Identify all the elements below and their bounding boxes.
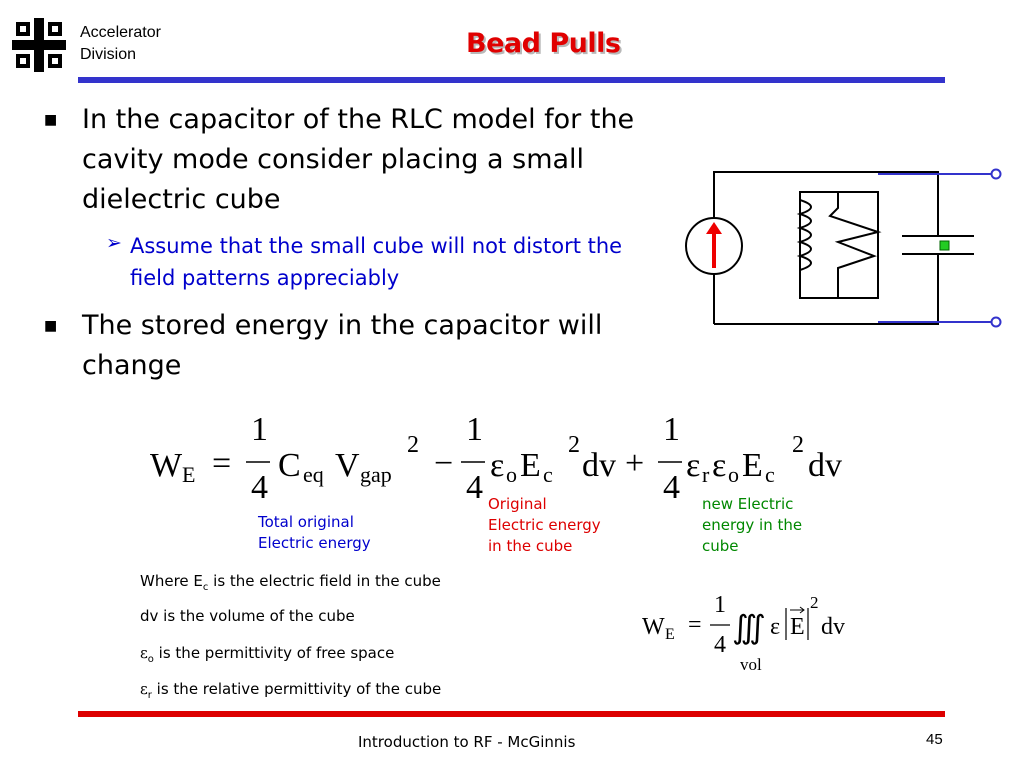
org-line1: Accelerator — [80, 24, 161, 41]
rlc-circuit-diagram — [685, 168, 1002, 328]
eq-t2-dv: dv — [582, 447, 616, 484]
def-eo-sym: ε — [140, 644, 148, 662]
label-original-line1: Original — [488, 495, 547, 513]
eq2-lhs-w: W — [642, 614, 665, 640]
footer-text: Introduction to RF - McGinnis — [358, 733, 576, 751]
sub-bullet-1: Assume that the small cube will not dist… — [130, 234, 623, 290]
eq-t3-eps2: ε — [712, 447, 726, 484]
eq-t3-eps2sub: o — [728, 462, 739, 487]
bullet-1: In the capacitor of the RLC model for th… — [82, 104, 635, 215]
eq-t2-e: E — [520, 447, 541, 484]
org-name: Accelerator Division — [80, 22, 161, 66]
eq-lhs-w: W — [150, 447, 183, 484]
terminal-top — [990, 168, 1002, 180]
def-electric-field: Where Ec is the electric field in the cu… — [140, 572, 441, 593]
def-ec-post: is the electric field in the cube — [208, 572, 441, 590]
def-eo-sub: o — [147, 654, 154, 665]
arrow-up-icon — [706, 222, 722, 234]
label-total-energy: Total original Electric energy — [258, 512, 371, 554]
eq2-lhs-sub: E — [665, 626, 675, 643]
eq2-dv: dv — [821, 614, 845, 640]
top-divider — [78, 77, 945, 83]
eq-t3-e: E — [742, 447, 763, 484]
bullet-2: The stored energy in the capacitor will … — [82, 310, 603, 381]
label-total-line2: Electric energy — [258, 534, 371, 552]
eq-t1-pow: 2 — [407, 432, 419, 458]
eq-t1-csub: eq — [303, 462, 324, 487]
eq-t3-eps1: ε — [686, 447, 700, 484]
slide-title: Bead Pulls — [466, 28, 621, 59]
eq-lhs-sub: E — [182, 462, 195, 487]
page-number: 45 — [926, 731, 943, 748]
eq-plus: + — [625, 445, 644, 482]
def-permittivity-free-space: εo is the permittivity of free space — [140, 644, 394, 665]
eq2-equals: = — [688, 612, 702, 638]
eq-minus: − — [434, 445, 453, 482]
eq2-limit: vol — [740, 655, 762, 674]
integral-equation: W E = 1 4 ∭ vol ε E 2 dv — [642, 592, 845, 674]
square-bullet-icon: ■ — [44, 318, 58, 334]
eq-frac2-num: 1 — [466, 411, 483, 448]
rlc-box — [799, 191, 879, 299]
eq-t2-esub: c — [543, 462, 553, 487]
eq-t3-eps1sub: r — [702, 462, 710, 487]
eq-t1-v: V — [335, 447, 360, 484]
eq-frac3-num: 1 — [663, 411, 680, 448]
label-total-line1: Total original — [258, 513, 354, 531]
def-ec-pre: Where E — [140, 572, 203, 590]
label-new-energy: new Electric energy in the cube — [702, 494, 802, 557]
eq2-eps: ε — [770, 614, 780, 640]
terminal-bottom — [990, 316, 1002, 328]
vector-arrow-icon — [799, 606, 805, 614]
eq2-pow: 2 — [810, 593, 819, 612]
bottom-divider — [78, 711, 945, 717]
def-ec-sub: c — [202, 582, 209, 593]
eq-t3-dv: dv — [808, 447, 842, 484]
eq-t3-esub: c — [765, 462, 775, 487]
eq-frac3-den: 4 — [663, 469, 680, 506]
def-er-sub: r — [147, 690, 152, 701]
label-new-line2: energy in the — [702, 516, 803, 534]
label-new-line3: cube — [702, 537, 739, 555]
eq-equals: = — [212, 445, 231, 482]
fermilab-logo — [12, 18, 66, 72]
label-new-line1: new Electric — [702, 495, 794, 513]
def-relative-permittivity: εr is the relative permittivity of the c… — [140, 680, 441, 701]
eq-t1-c: C — [278, 447, 301, 484]
label-original-line2: Electric energy — [488, 516, 601, 534]
square-bullet-icon: ■ — [44, 112, 58, 128]
eq-t2-pow: 2 — [568, 432, 580, 458]
label-original-energy: Original Electric energy in the cube — [488, 494, 601, 557]
eq2-num: 1 — [714, 592, 726, 618]
def-eo-post: is the permittivity of free space — [153, 644, 395, 662]
eq-frac1-den: 4 — [251, 469, 268, 506]
eq-t2-eps: ε — [490, 447, 504, 484]
eq-t3-pow: 2 — [792, 432, 804, 458]
eq2-den: 4 — [714, 632, 726, 658]
eq-frac1-num: 1 — [251, 411, 268, 448]
eq-t1-vsub: gap — [360, 462, 392, 487]
energy-equation: W E = 1 4 C eq V gap 2 − 1 4 ε o E c 2 d… — [150, 411, 842, 506]
def-er-sym: ε — [140, 680, 148, 698]
eq2-e: E — [790, 614, 805, 640]
label-original-line3: in the cube — [488, 537, 573, 555]
eq-frac2-den: 4 — [466, 469, 483, 506]
dielectric-cube — [939, 240, 950, 251]
eq2-integral: ∭ — [732, 609, 766, 645]
def-er-post: is the relative permittivity of the cube — [151, 680, 442, 698]
arrow-bullet-icon: ➢ — [106, 232, 122, 254]
org-line2: Division — [80, 46, 137, 63]
def-volume: dv is the volume of the cube — [140, 607, 355, 625]
eq-t2-epssub: o — [506, 462, 517, 487]
